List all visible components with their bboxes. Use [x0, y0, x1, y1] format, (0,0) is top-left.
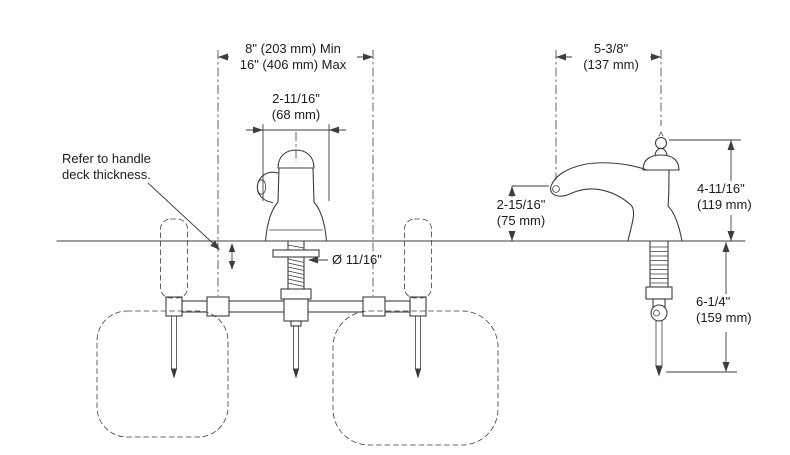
- dim-spout-reach: 5-3/8" (137 mm): [555, 39, 662, 180]
- finial-ball: [654, 136, 668, 150]
- spout-side-cap: [642, 154, 680, 171]
- center-supply-tube-tip: [292, 368, 300, 379]
- handle-spacing-label-line1: 8" (203 mm) Min: [245, 41, 341, 56]
- valve-tube-right-tip: [414, 368, 422, 379]
- tee-bottom-stub: [290, 320, 302, 327]
- spout-side-arm: [550, 162, 648, 242]
- under-deck-depth-label-line1: 6-1/4": [696, 294, 731, 309]
- valve-tube-left-tip: [170, 368, 178, 379]
- supply-hose-right: [332, 310, 499, 446]
- under-deck-depth-label-line2: (159 mm): [696, 310, 752, 325]
- supply-manifold: [165, 296, 427, 379]
- shank-side-body: [649, 240, 669, 288]
- front-view: [96, 149, 499, 446]
- handle-spacing-label-line2: 16" (406 mm) Max: [240, 57, 347, 72]
- coupling-nut-left: [206, 296, 230, 317]
- spout-base-width-label-line1: 2-11/16": [272, 91, 320, 106]
- supply-tube-side: [655, 320, 663, 377]
- shank-threads: [287, 244, 305, 287]
- spout-base-width-label-line2: (68 mm): [272, 107, 320, 122]
- hole-diameter-label: Ø 11/16": [332, 252, 382, 267]
- center-tee: [283, 298, 309, 322]
- deck-note-line2: deck thickness.: [62, 167, 151, 182]
- mounting-washer: [272, 249, 320, 258]
- deck-note-line1: Refer to handle: [62, 151, 151, 166]
- outlet-height-label-line1: 2-15/16": [497, 197, 546, 212]
- dim-spout-height: 4-11/16" (119 mm): [669, 139, 773, 241]
- dim-under-deck-depth: 6-1/4" (159 mm): [666, 242, 763, 373]
- dim-hole-diameter: Ø 11/16": [308, 252, 382, 267]
- handle-left-outline: [160, 218, 188, 299]
- outlet-height-label-line2: (75 mm): [497, 213, 545, 228]
- valve-fitting-right: [409, 296, 427, 317]
- coupling-nut-right: [362, 296, 386, 317]
- spout-height-label-line2: (119 mm): [697, 197, 752, 212]
- quick-connector: [650, 304, 668, 322]
- mounting-nut: [280, 288, 312, 300]
- spout-reach-label-line1: 5-3/8": [594, 41, 629, 56]
- spout-side-outline: [550, 131, 683, 242]
- shank-side-nut: [645, 286, 673, 300]
- mounting-shank: [272, 240, 320, 300]
- side-view: [550, 131, 683, 377]
- finial-neck: [654, 147, 668, 156]
- spout-side-body-right: [667, 169, 683, 242]
- valve-fitting-left: [165, 296, 183, 317]
- spout-front-outlet-opening: [256, 179, 267, 195]
- finial-tip: [658, 131, 664, 137]
- dim-outlet-height: 2-15/16" (75 mm): [485, 185, 555, 241]
- spout-front-outlet: [256, 171, 279, 204]
- supply-tube-side-tip: [655, 365, 663, 377]
- spout-height-label-line1: 4-11/16": [697, 181, 745, 196]
- valve-tube-left: [171, 315, 177, 370]
- spout-side-outlet: [552, 185, 560, 193]
- note-deck-thickness: Refer to handle deck thickness.: [62, 151, 236, 270]
- dim-spout-base-width: 2-11/16" (68 mm): [246, 91, 346, 201]
- shank-side-threads: [649, 246, 669, 284]
- shank-side: [645, 240, 673, 322]
- supply-hose-left: [96, 310, 229, 438]
- quick-connector-detail: [653, 309, 660, 317]
- spout-reach-label-line2: (137 mm): [583, 57, 639, 72]
- handle-right-outline: [404, 218, 432, 299]
- valve-tube-right: [415, 315, 421, 370]
- center-supply-tube: [293, 325, 299, 370]
- spout-front-outline: [256, 149, 328, 242]
- dim-handle-spacing: 8" (203 mm) Min 16" (406 mm) Max: [217, 39, 374, 296]
